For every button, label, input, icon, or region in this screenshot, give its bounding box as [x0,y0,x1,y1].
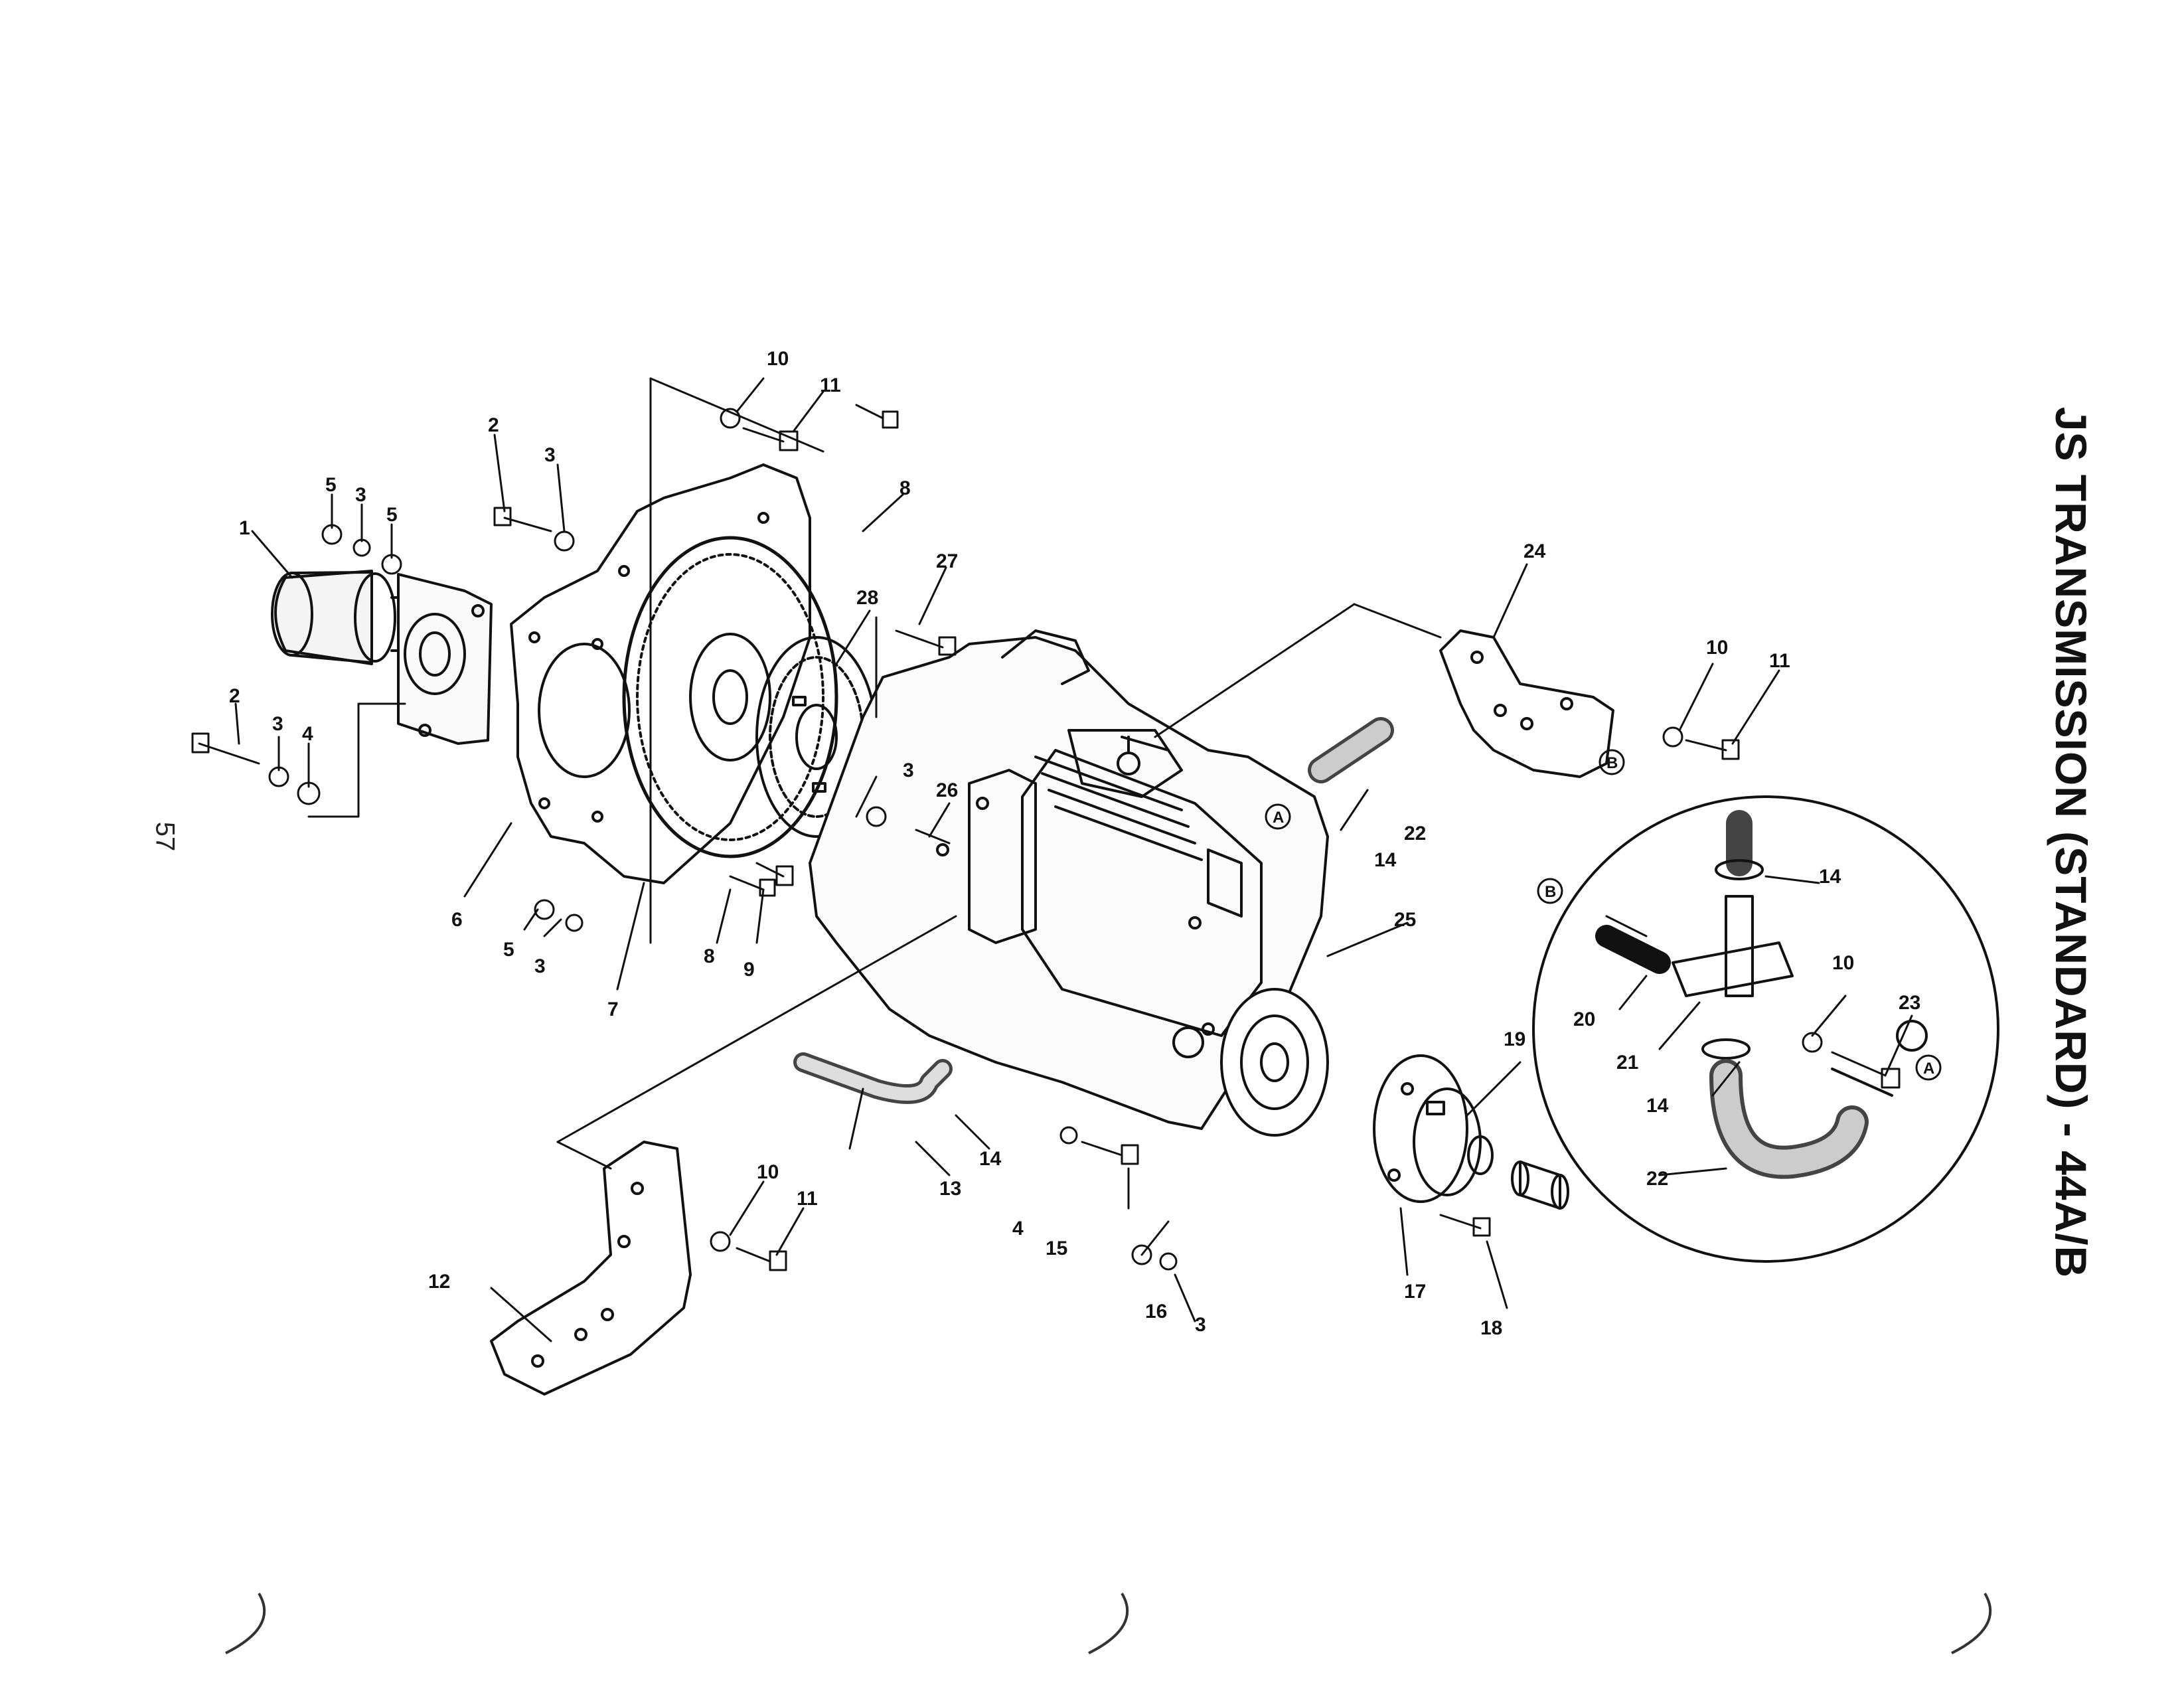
callout-3: 3 [1195,1314,1206,1336]
callout-5: 5 [503,939,514,961]
callout-2: 2 [488,414,499,436]
mounting-bracket-lower [490,1141,692,1396]
callout-20: 20 [1573,1008,1595,1030]
callout-22: 22 [1646,1168,1668,1190]
callout-10: 10 [1832,952,1854,974]
callout-14: 14 [1819,866,1841,888]
reference-marker-labels: A B B A [1273,754,1934,1078]
binder-marks [225,1592,1992,1654]
callout-4: 4 [302,723,313,745]
reference-markers [1265,749,1942,1081]
callout-11: 11 [820,374,841,396]
callout-21: 21 [1616,1052,1638,1074]
callout-12: 12 [428,1271,450,1293]
callout-14: 14 [1374,849,1397,871]
mounting-bracket-upper [1439,629,1614,778]
callout-28: 28 [856,587,878,609]
callout-1: 1 [239,517,250,539]
hose-small [1308,717,1394,783]
gearbox-body [809,629,1329,1137]
callout-10: 10 [767,348,789,370]
exhaust-hose [793,1052,953,1104]
callout-2: 2 [229,685,240,707]
callout-5: 5 [325,474,337,496]
callout-8: 8 [704,945,715,967]
adaptor-plate [510,463,811,884]
starter-motor [271,570,493,745]
callout-8: 8 [899,477,911,499]
callout-23: 23 [1899,992,1920,1014]
callout-24: 24 [1523,540,1546,562]
callout-25: 25 [1394,909,1416,931]
fasteners [191,404,1901,1271]
callout-15: 15 [1046,1238,1067,1259]
callout-27: 27 [936,550,958,572]
callout-11: 11 [1769,650,1790,672]
marker-a: A [1273,809,1284,827]
marker-b: B [1545,883,1556,901]
callout-14: 14 [1646,1095,1669,1117]
callout-6: 6 [451,909,463,931]
callout-13: 13 [939,1178,961,1200]
callout-3: 3 [355,484,366,506]
callout-16: 16 [1145,1301,1167,1323]
detail-inset [1532,795,1999,1263]
callout-3: 3 [534,955,546,977]
callout-5: 5 [386,504,398,526]
flywheel [622,536,838,858]
callout-19: 19 [1504,1028,1525,1050]
callout-26: 26 [936,779,958,801]
callout-18: 18 [1480,1317,1502,1339]
callout-11: 11 [797,1188,818,1210]
output-coupling [1373,1054,1569,1210]
callout-7: 7 [607,999,619,1020]
callout-10: 10 [757,1161,779,1183]
callout-numbers: 1 2 3 5 3 5 2 3 4 10 11 8 27 28 3 26 6 5… [229,348,1920,1339]
leader-lines [234,377,1913,1342]
callout-3: 3 [272,713,283,735]
marker-b: B [1606,754,1618,772]
callout-10: 10 [1706,637,1728,659]
callout-3: 3 [544,444,556,466]
callout-4: 4 [1012,1218,1024,1240]
callout-22: 22 [1404,823,1426,844]
callout-14: 14 [979,1148,1002,1170]
marker-a: A [1923,1060,1934,1078]
callout-9: 9 [743,959,755,981]
callout-3: 3 [903,760,914,781]
callout-17: 17 [1404,1281,1426,1303]
